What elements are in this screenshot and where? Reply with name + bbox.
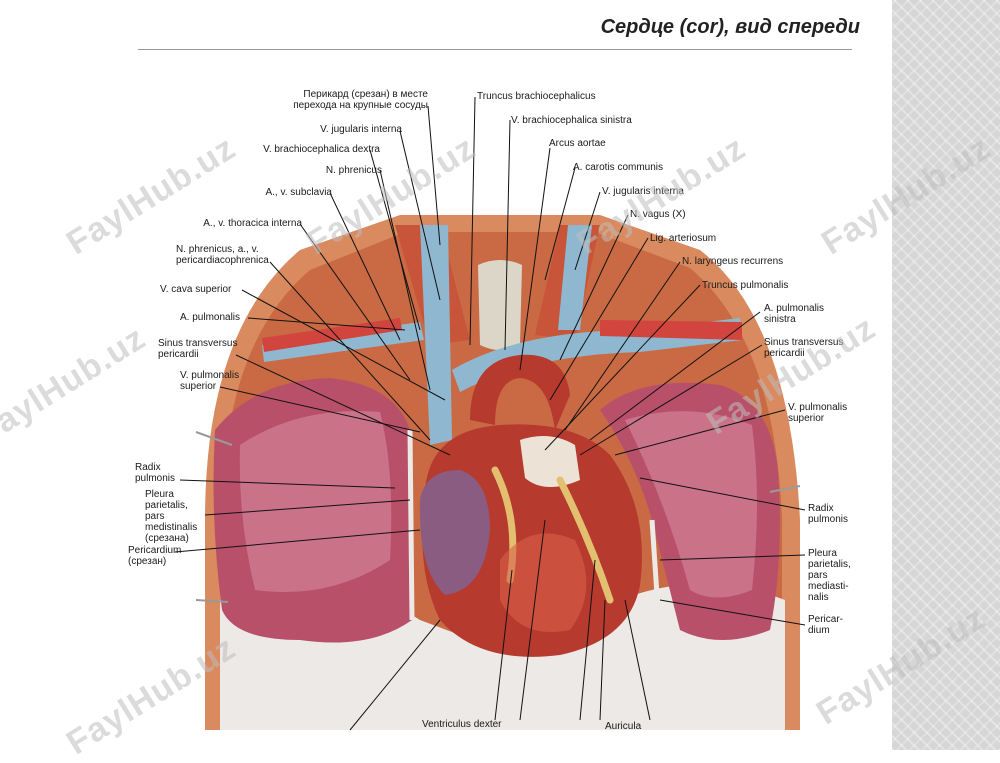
label-arcus-aortae: Arcus aortae [549,138,606,149]
pericardium-edge [407,429,663,641]
label-v-brachiocephalica-dextra: V. brachiocephalica dextra [263,144,380,155]
label-lig-arteriosum: Lig. arteriosum [650,233,717,244]
label-pleura-parietalis-left: Pleura parietalis, pars mediasti- nalis [808,548,851,603]
label-n-phrenicus: N. phrenicus [325,165,382,176]
label-n-vagus: N. vagus (X) [630,209,686,220]
label-a-carotis-communis: A. carotis communis [573,162,664,173]
aortic-arch [470,354,570,430]
label-v-cava-superior: V. cava superior [160,284,232,295]
label-v-brachiocephalica-sinistra: V. brachiocephalica sinistra [511,115,632,126]
label-v-jugularis-interna-right: V. jugularis interna [320,124,402,135]
label-a-v-subclavia: A., v. subclavia [265,187,332,198]
right-atrium [419,470,490,595]
label-sinus-transversus-left: Sinus transversus pericardii [764,337,844,359]
label-n-laryngeus-recurrens: N. laryngeus recurrens [682,256,784,267]
label-v-jugularis-interna-left: V. jugularis interna [602,186,684,197]
label-radix-pulmonis-right: Radix pulmonis [135,462,176,484]
superior-vena-cava [420,225,452,445]
label-pericardium-left: Pericar- dium [808,614,844,636]
pin-left [195,431,233,446]
left-jugular-vein [558,225,592,330]
leader-lines [174,96,806,731]
title-divider [138,49,852,50]
label-auricula: Auricula [605,721,642,732]
label-v-pulmonalis-superior-right: V. pulmonalis superior [180,370,240,392]
label-a-pulmonalis-right: A. pulmonalis [180,312,241,323]
label-pericardium-cut-left: Pericardium (срезан) [128,545,182,567]
label-a-v-thoracica-interna: A., v. thoracica interna [203,218,302,229]
edge-pattern-band [892,0,1000,750]
label-n-phrenicus-pericardiacophrenica: N. phrenicus, a., v. pericardiacophrenic… [176,244,269,266]
page-title: Сердце (cor), вид спереди [600,16,860,38]
label-ventriculus-dexter: Ventriculus dexter [422,719,502,730]
ventricle-highlight [500,533,587,632]
label-a-pulmonalis-sinistra: A. pulmonalis sinistra [764,303,825,325]
label-sinus-transversus-right: Sinus transversus pericardii [158,338,238,360]
subclavian-artery-right [262,318,402,352]
label-truncus-brachiocephalicus: Truncus brachiocephalicus [477,91,596,102]
label-pleura-parietalis-right: Pleura parietalis, pars medistinalis (ср… [145,489,198,544]
label-truncus-pulmonalis: Truncus pulmonalis [702,280,789,291]
label-v-pulmonalis-superior-left: V. pulmonalis superior [788,402,848,424]
trachea [478,260,522,350]
left-lung-highlight [625,411,757,598]
label-radix-pulmonis-left: Radix pulmonis [808,503,849,525]
subclavian-artery-left [600,320,742,340]
pin-lower-left [195,599,229,603]
right-lung-highlight [239,410,392,592]
pulmonary-trunk [520,436,580,488]
label-pericardium-cut: Перикард (срезан) в месте перехода на кр… [293,89,428,111]
pin-right [769,485,801,493]
